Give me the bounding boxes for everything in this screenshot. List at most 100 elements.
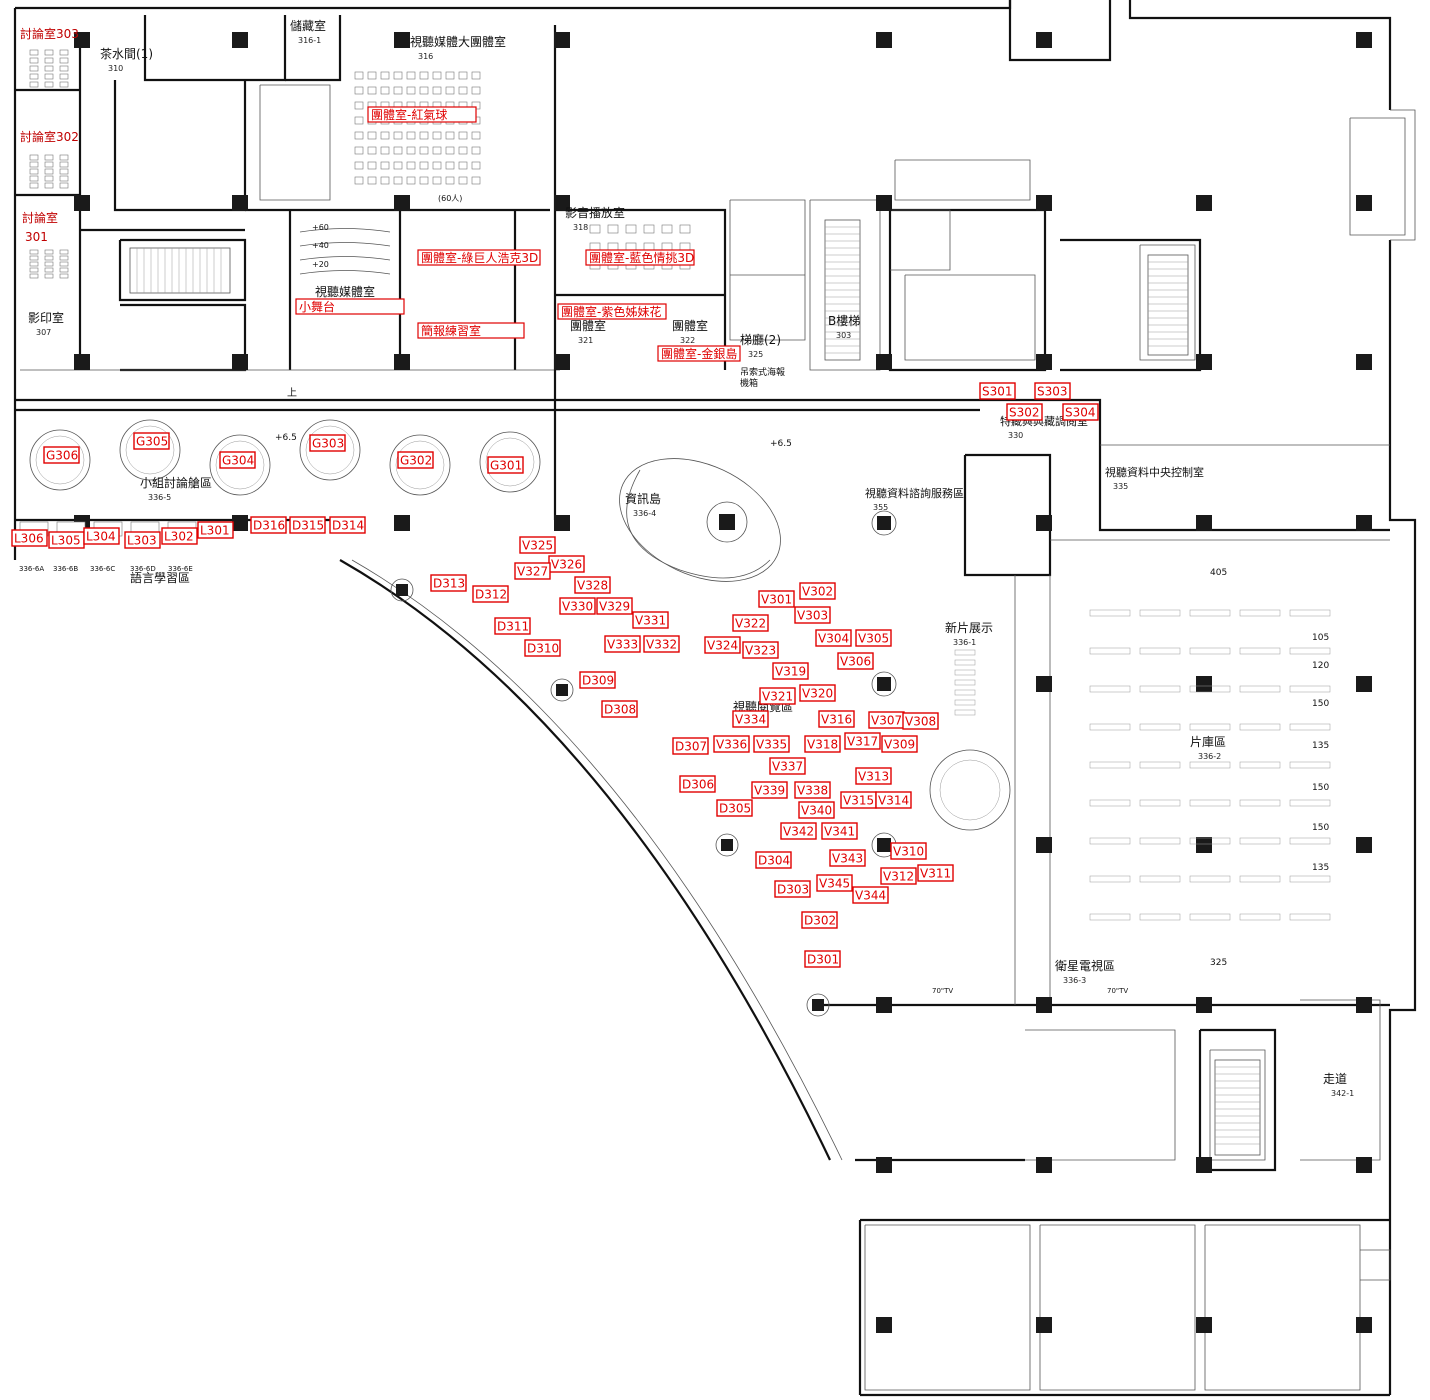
seat-tag-V343[interactable]: V343 xyxy=(829,849,866,867)
room-tag-presentation[interactable]: 簡報練習室 xyxy=(417,322,525,339)
room-tag-red-balloon[interactable]: 團體室-紅氣球 xyxy=(367,106,477,123)
seat-tag-box xyxy=(794,606,831,624)
seat-tag-D309[interactable]: D309 xyxy=(579,671,616,689)
seat-tag-D304[interactable]: D304 xyxy=(755,851,792,869)
seat-tag-V332[interactable]: V332 xyxy=(643,635,680,653)
seat-tag-V303[interactable]: V303 xyxy=(794,606,831,624)
room-tag-blue-lovers[interactable]: 團體室-藍色情挑3D xyxy=(585,249,695,266)
seat-tag-V327[interactable]: V327 xyxy=(514,562,551,580)
seat-tag-V313[interactable]: V313 xyxy=(855,767,892,785)
seat-tag-box xyxy=(855,629,892,647)
seat-tag-V314[interactable]: V314 xyxy=(875,791,912,809)
seat-tag-box xyxy=(829,849,866,867)
seat-tag-V320[interactable]: V320 xyxy=(799,684,836,702)
seat-tag-V324[interactable]: V324 xyxy=(704,636,741,654)
seat-tag-D307[interactable]: D307 xyxy=(672,737,709,755)
seat-tag-L306[interactable]: L306 xyxy=(11,529,48,547)
seat-tag-V323[interactable]: V323 xyxy=(742,641,779,659)
shelf-2-0 xyxy=(1089,685,1131,693)
hall-seat-1-4 xyxy=(406,86,416,95)
room-tag-small-stage[interactable]: 小舞台 xyxy=(295,298,405,315)
seat-tag-V316[interactable]: V316 xyxy=(818,710,855,728)
seat-tag-L304[interactable]: L304 xyxy=(83,527,120,545)
seat-tag-D301[interactable]: D301 xyxy=(804,950,841,968)
seat-tag-label: G301 xyxy=(490,459,522,473)
seat-tag-V315[interactable]: V315 xyxy=(840,791,877,809)
room-tag-purple-sisters[interactable]: 團體室-紫色姊妹花 xyxy=(557,303,667,320)
seat-tag-V309[interactable]: V309 xyxy=(881,735,918,753)
seat-tag-D303[interactable]: D303 xyxy=(774,880,811,898)
hall-seat-4-7 xyxy=(445,131,455,140)
seat-tag-V336[interactable]: V336 xyxy=(713,735,750,753)
seat-tag-V344[interactable]: V344 xyxy=(852,886,889,904)
seat-tag-V321[interactable]: V321 xyxy=(759,687,796,705)
seat-tag-L303[interactable]: L303 xyxy=(124,531,161,549)
seat-tag-V333[interactable]: V333 xyxy=(604,635,641,653)
seat-tag-V322[interactable]: V322 xyxy=(732,614,769,632)
room-tag-gold-island[interactable]: 團體室-金銀島 xyxy=(657,345,741,362)
seat-tag-S301[interactable]: S301 xyxy=(979,382,1016,400)
seat-tag-V330[interactable]: V330 xyxy=(559,597,596,615)
seat-tag-V342[interactable]: V342 xyxy=(780,822,817,840)
seat-tag-label: D305 xyxy=(719,802,751,816)
seat-tag-V329[interactable]: V329 xyxy=(596,597,633,615)
seat-tag-V311[interactable]: V311 xyxy=(917,864,954,882)
seat-tag-D315[interactable]: D315 xyxy=(289,516,326,534)
seat-tag-V328[interactable]: V328 xyxy=(574,576,611,594)
d301-seat-0-0 xyxy=(29,249,39,255)
seat-tag-V337[interactable]: V337 xyxy=(769,757,806,775)
seat-tag-D306[interactable]: D306 xyxy=(679,775,716,793)
misc-lang_c: 336-6C xyxy=(90,565,115,573)
seat-tag-V334[interactable]: V334 xyxy=(732,710,769,728)
seat-tag-V301[interactable]: V301 xyxy=(758,590,795,608)
seat-tag-D313[interactable]: D313 xyxy=(430,574,467,592)
seat-tag-V305[interactable]: V305 xyxy=(855,629,892,647)
seat-tag-V341[interactable]: V341 xyxy=(821,822,858,840)
seat-tag-G302[interactable]: G302 xyxy=(397,451,434,469)
seat-tag-G305[interactable]: G305 xyxy=(133,432,170,450)
seat-tag-V338[interactable]: V338 xyxy=(794,781,831,799)
seat-tag-V312[interactable]: V312 xyxy=(880,867,917,885)
seat-tag-V308[interactable]: V308 xyxy=(902,712,939,730)
seat-tag-V340[interactable]: V340 xyxy=(798,801,835,819)
seat-tag-V307[interactable]: V307 xyxy=(868,711,905,729)
seat-tag-V310[interactable]: V310 xyxy=(890,842,927,860)
room-tag-green-hulk[interactable]: 團體室-綠巨人浩克3D xyxy=(417,249,541,266)
seat-tag-V325[interactable]: V325 xyxy=(519,536,556,554)
seat-tag-S303[interactable]: S303 xyxy=(1034,382,1071,400)
seat-tag-V318[interactable]: V318 xyxy=(804,735,841,753)
seat-tag-D311[interactable]: D311 xyxy=(494,617,531,635)
seat-tag-V306[interactable]: V306 xyxy=(837,652,874,670)
seat-tag-D310[interactable]: D310 xyxy=(524,639,561,657)
seat-tag-V302[interactable]: V302 xyxy=(799,582,836,600)
seat-tag-V335[interactable]: V335 xyxy=(753,735,790,753)
seat-tag-V339[interactable]: V339 xyxy=(751,781,788,799)
seat-tag-V331[interactable]: V331 xyxy=(632,611,669,629)
seat-tag-L301[interactable]: L301 xyxy=(197,521,234,539)
seat-tag-V345[interactable]: V345 xyxy=(816,874,853,892)
seat-tag-D316[interactable]: D316 xyxy=(250,516,287,534)
seat-tag-G301[interactable]: G301 xyxy=(487,456,524,474)
seat-tag-G303[interactable]: G303 xyxy=(309,434,346,452)
seat-tag-D305[interactable]: D305 xyxy=(716,799,753,817)
seat-tag-D312[interactable]: D312 xyxy=(472,585,509,603)
seat-tag-box xyxy=(759,687,796,705)
seat-tag-S304[interactable]: S304 xyxy=(1062,403,1099,421)
d302-seat-4-1 xyxy=(44,182,54,189)
seat-tag-D314[interactable]: D314 xyxy=(329,516,366,534)
seat-tag-V317[interactable]: V317 xyxy=(844,732,881,750)
seat-tag-V326[interactable]: V326 xyxy=(548,555,585,573)
shelf-5-2 xyxy=(1189,799,1231,807)
shelf-4-2 xyxy=(1189,761,1231,769)
seat-tag-V304[interactable]: V304 xyxy=(815,629,852,647)
seat-tag-S302[interactable]: S302 xyxy=(1006,403,1043,421)
seat-tag-D302[interactable]: D302 xyxy=(801,911,838,929)
d302-seat-2-0 xyxy=(29,168,39,175)
seat-tag-G306[interactable]: G306 xyxy=(43,446,80,464)
seat-tag-L305[interactable]: L305 xyxy=(48,531,85,549)
seat-tag-G304[interactable]: G304 xyxy=(219,451,256,469)
seat-tag-V319[interactable]: V319 xyxy=(772,662,809,680)
seat-tag-L302[interactable]: L302 xyxy=(161,527,198,545)
seat-tag-D308[interactable]: D308 xyxy=(601,700,638,718)
